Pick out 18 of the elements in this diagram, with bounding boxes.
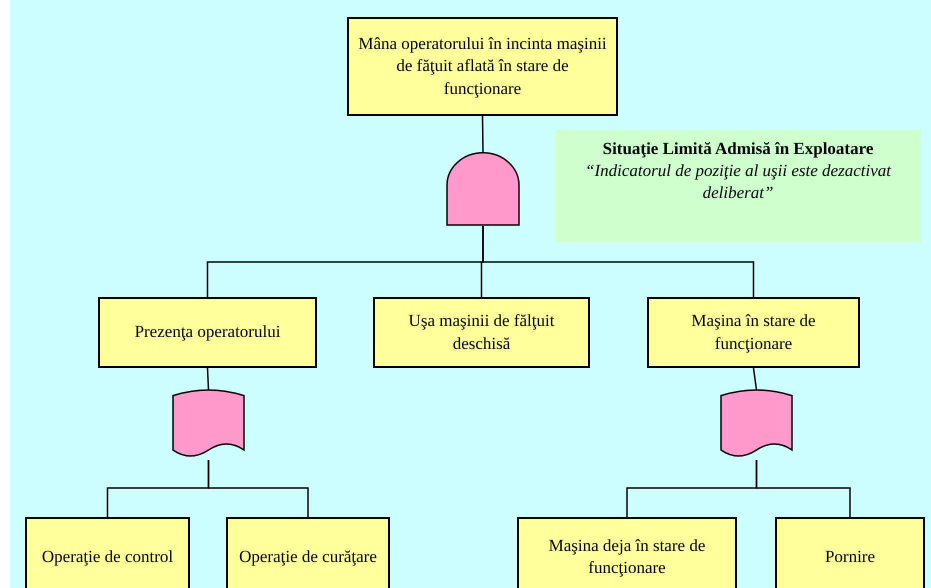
connector-line xyxy=(206,368,210,390)
event-box: Uşa maşinii de fălţuit deschisă xyxy=(373,297,590,368)
note-text: “Indicatorul de poziţie al uşii este dezactivat deliberat” xyxy=(584,160,892,204)
event-box: Maşina deja în stare de funcţionare xyxy=(517,517,737,588)
connector-line xyxy=(756,460,851,517)
note-heading: Situaţie Limită Admisă în Exploatare xyxy=(602,138,874,160)
event-box: Prezenţa operatorului xyxy=(98,297,317,368)
event-box: Mâna operatorului în incinta maşinii de făţuit aflată în stare de funcţionare xyxy=(347,17,618,116)
connector-line xyxy=(482,116,484,152)
note-panel xyxy=(555,130,921,242)
connector-line xyxy=(208,460,309,517)
connector-line xyxy=(482,226,754,297)
and-gate xyxy=(446,152,520,226)
event-box: Pornire xyxy=(775,517,925,588)
connector-line xyxy=(752,368,758,390)
event-box: Maşina în stare de funcţionare xyxy=(647,297,860,368)
event-box: Operaţie de curăţare xyxy=(226,517,390,588)
event-box: Operaţie de control xyxy=(25,517,190,588)
